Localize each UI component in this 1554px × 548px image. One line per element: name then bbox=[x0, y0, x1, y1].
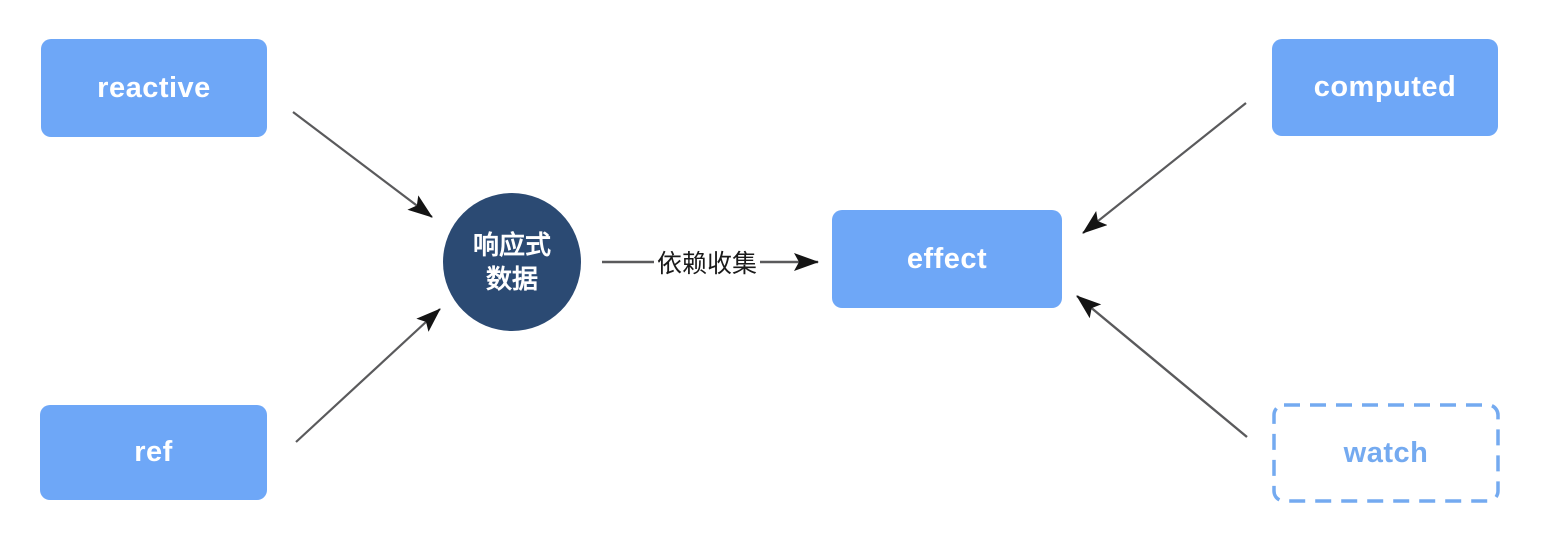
arrow-ref-to-data bbox=[295, 308, 441, 443]
arrow-computed-to-effect bbox=[1082, 102, 1247, 234]
edge-label-dependency-collection: 依赖收集 bbox=[653, 243, 761, 281]
arrow-reactive-to-data bbox=[292, 111, 433, 218]
node-reactive-data: 响应式 数据 bbox=[443, 193, 581, 331]
node-watch: watch bbox=[1272, 403, 1500, 503]
arrow-watch-to-effect bbox=[1076, 295, 1248, 438]
node-computed: computed bbox=[1272, 39, 1498, 136]
node-effect: effect bbox=[832, 210, 1062, 308]
node-ref: ref bbox=[40, 405, 267, 500]
node-ref-label: ref bbox=[134, 436, 173, 468]
node-watch-label: watch bbox=[1343, 436, 1429, 469]
node-reactive-data-label-line2: 数据 bbox=[485, 264, 538, 294]
node-reactive: reactive bbox=[41, 39, 267, 137]
node-reactive-label: reactive bbox=[97, 71, 211, 104]
node-computed-label: computed bbox=[1313, 71, 1457, 103]
node-effect-label: effect bbox=[906, 242, 988, 275]
node-reactive-data-label-line1: 响应式 bbox=[472, 230, 551, 260]
